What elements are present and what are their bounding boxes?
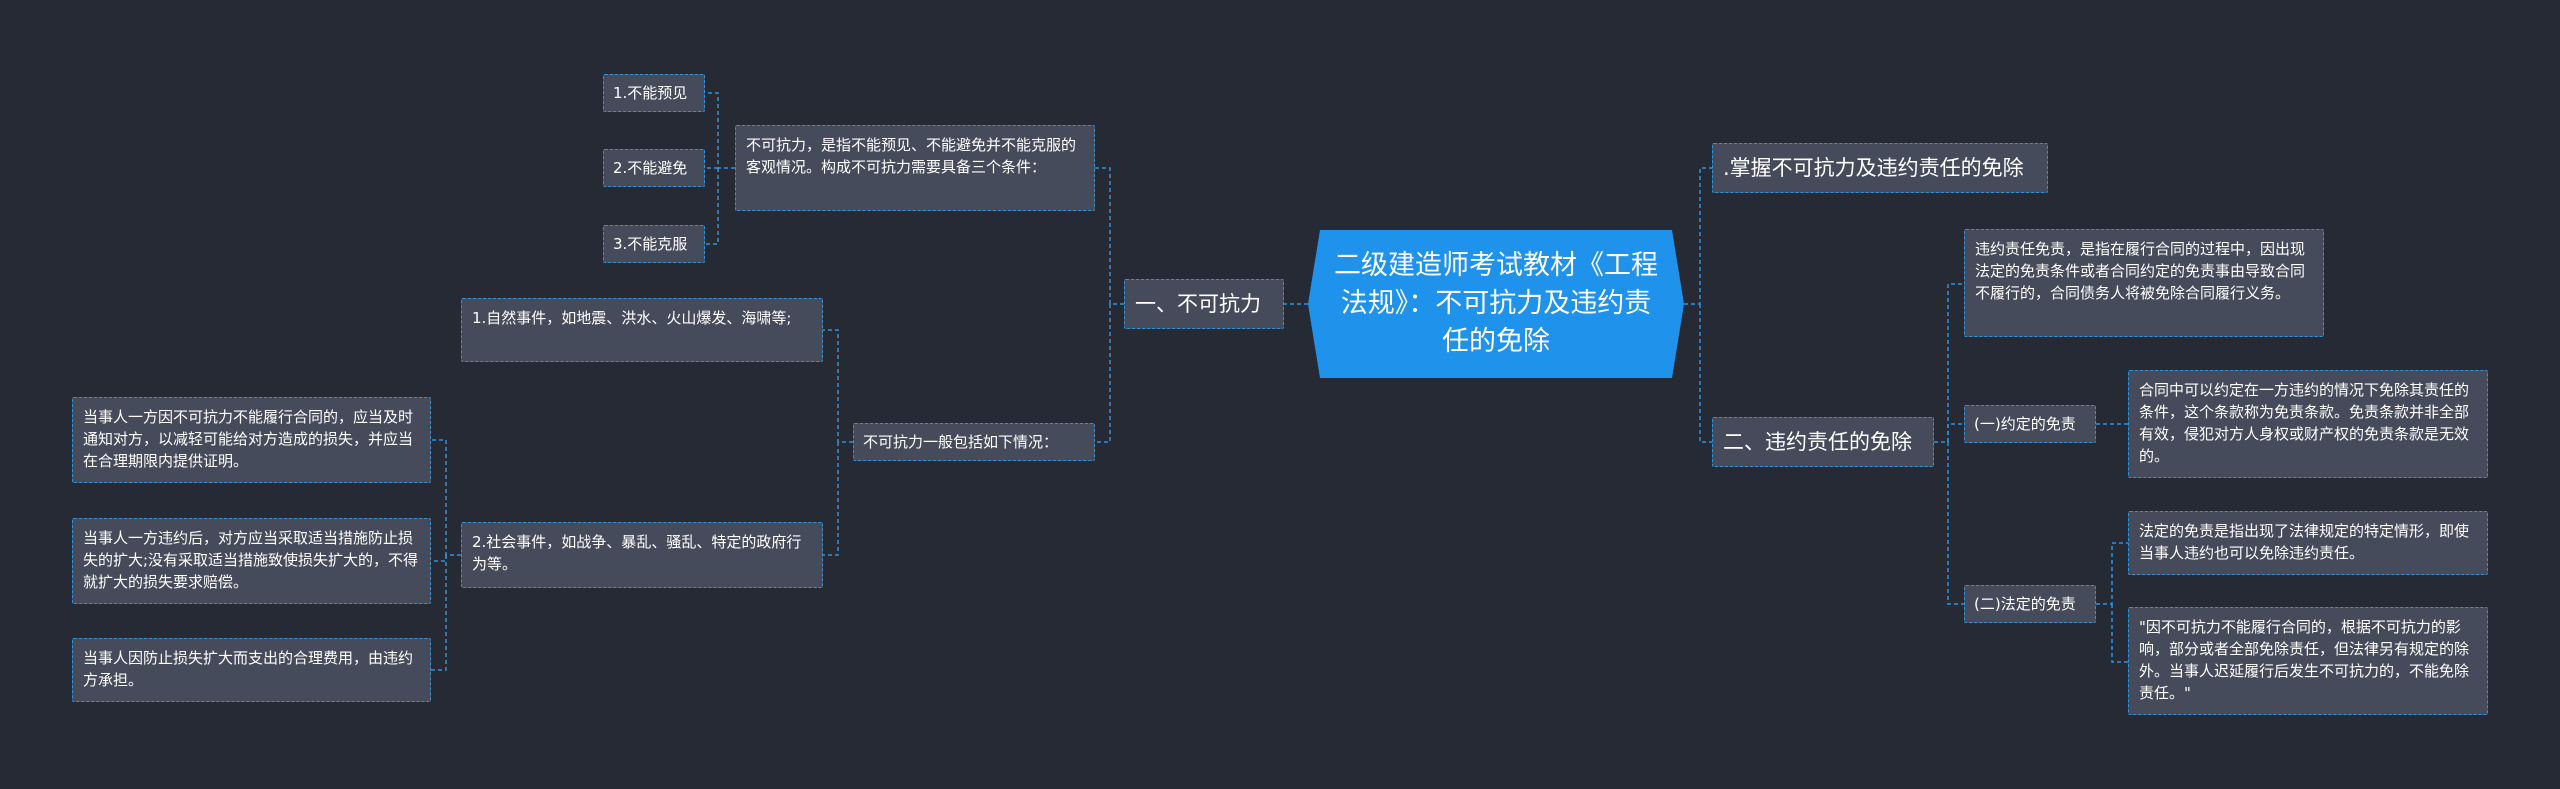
condition-unavoidable[interactable]: 2.不能避免	[603, 149, 705, 187]
exemption-definition[interactable]: 违约责任免责，是指在履行合同的过程中，因出现法定的免责条件或者合同约定的免责事由…	[1964, 229, 2324, 337]
branch-liability-exemption[interactable]: 二、违约责任的免除	[1712, 417, 1934, 467]
statutory-exemption[interactable]: (二)法定的免责	[1964, 585, 2096, 623]
mitigation-costs[interactable]: 当事人因防止损失扩大而支出的合理费用，由违约方承担。	[72, 638, 431, 702]
agreed-exemption-desc[interactable]: 合同中可以约定在一方违约的情况下免除其责任的条件，这个条款称为免责条款。免责条款…	[2128, 370, 2488, 478]
grasp-topic[interactable]: .掌握不可抗力及违约责任的免除	[1712, 143, 2048, 193]
agreed-exemption[interactable]: (一)约定的免责	[1964, 405, 2096, 443]
social-events[interactable]: 2.社会事件，如战争、暴乱、骚乱、特定的政府行为等。	[461, 522, 823, 588]
statutory-exemption-quote[interactable]: "因不可抗力不能履行合同的，根据不可抗力的影响，部分或者全部免除责任，但法律另有…	[2128, 607, 2488, 715]
root-topic[interactable]: 二级建造师考试教材《工程法规》：不可抗力及违约责任的免除	[1308, 230, 1684, 378]
statutory-exemption-desc[interactable]: 法定的免责是指出现了法律规定的特定情形，即使当事人违约也可以免除违约责任。	[2128, 511, 2488, 575]
force-majeure-definition[interactable]: 不可抗力，是指不能预见、不能避免并不能克服的客观情况。构成不可抗力需要具备三个条…	[735, 125, 1095, 211]
condition-insurmountable[interactable]: 3.不能克服	[603, 225, 705, 263]
notify-obligation[interactable]: 当事人一方因不可抗力不能履行合同的，应当及时通知对方，以减轻可能给对方造成的损失…	[72, 397, 431, 483]
force-majeure-general[interactable]: 不可抗力一般包括如下情况：	[853, 423, 1095, 461]
mitigation-obligation[interactable]: 当事人一方违约后，对方应当采取适当措施防止损失的扩大;没有采取适当措施致使损失扩…	[72, 518, 431, 604]
natural-events[interactable]: 1.自然事件，如地震、洪水、火山爆发、海啸等;	[461, 298, 823, 362]
condition-unforeseeable[interactable]: 1.不能预见	[603, 74, 705, 112]
branch-force-majeure[interactable]: 一、不可抗力	[1124, 279, 1284, 329]
